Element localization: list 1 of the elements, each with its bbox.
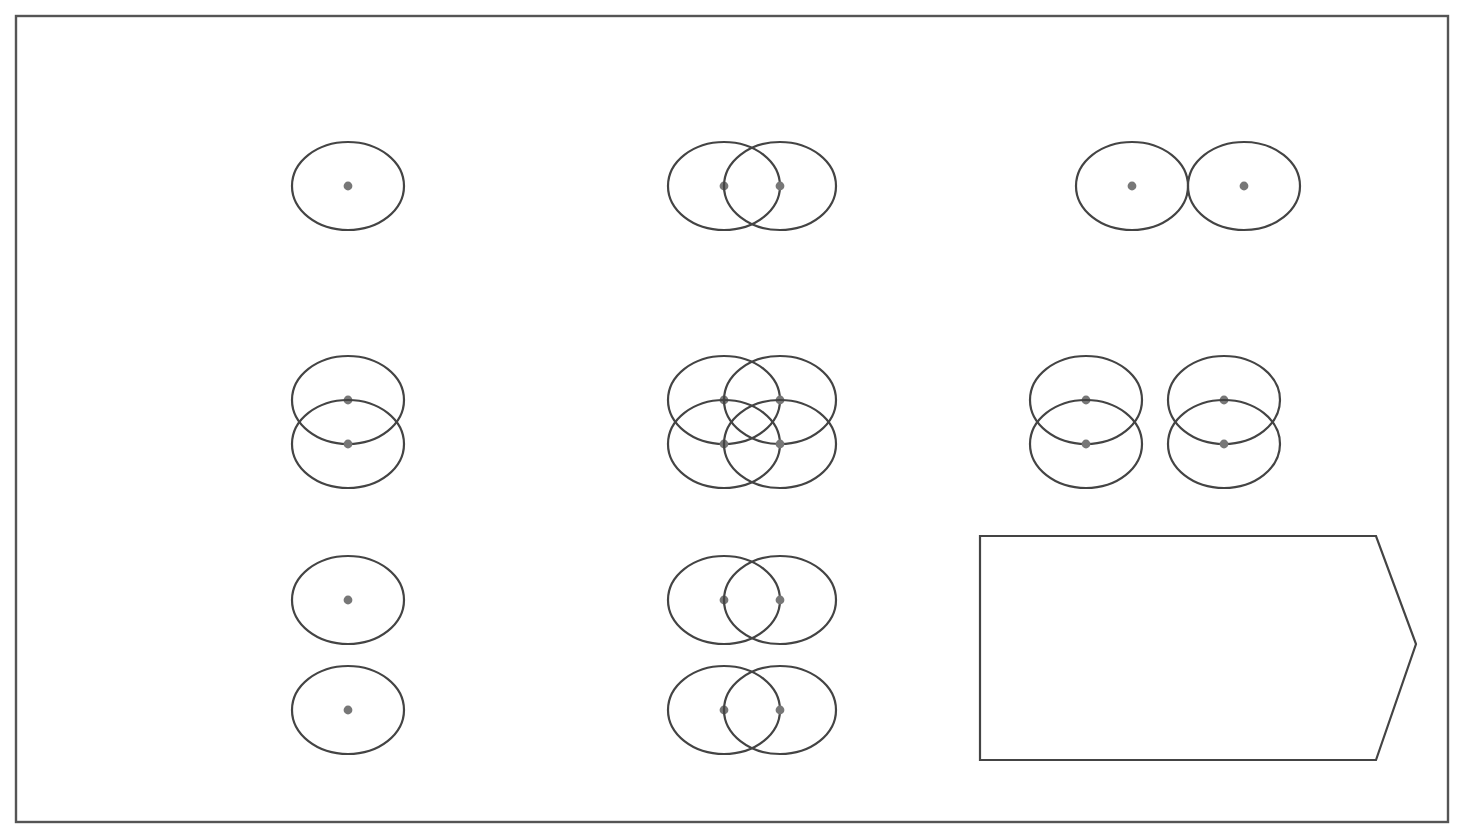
pentagon-shape [978, 534, 1418, 762]
